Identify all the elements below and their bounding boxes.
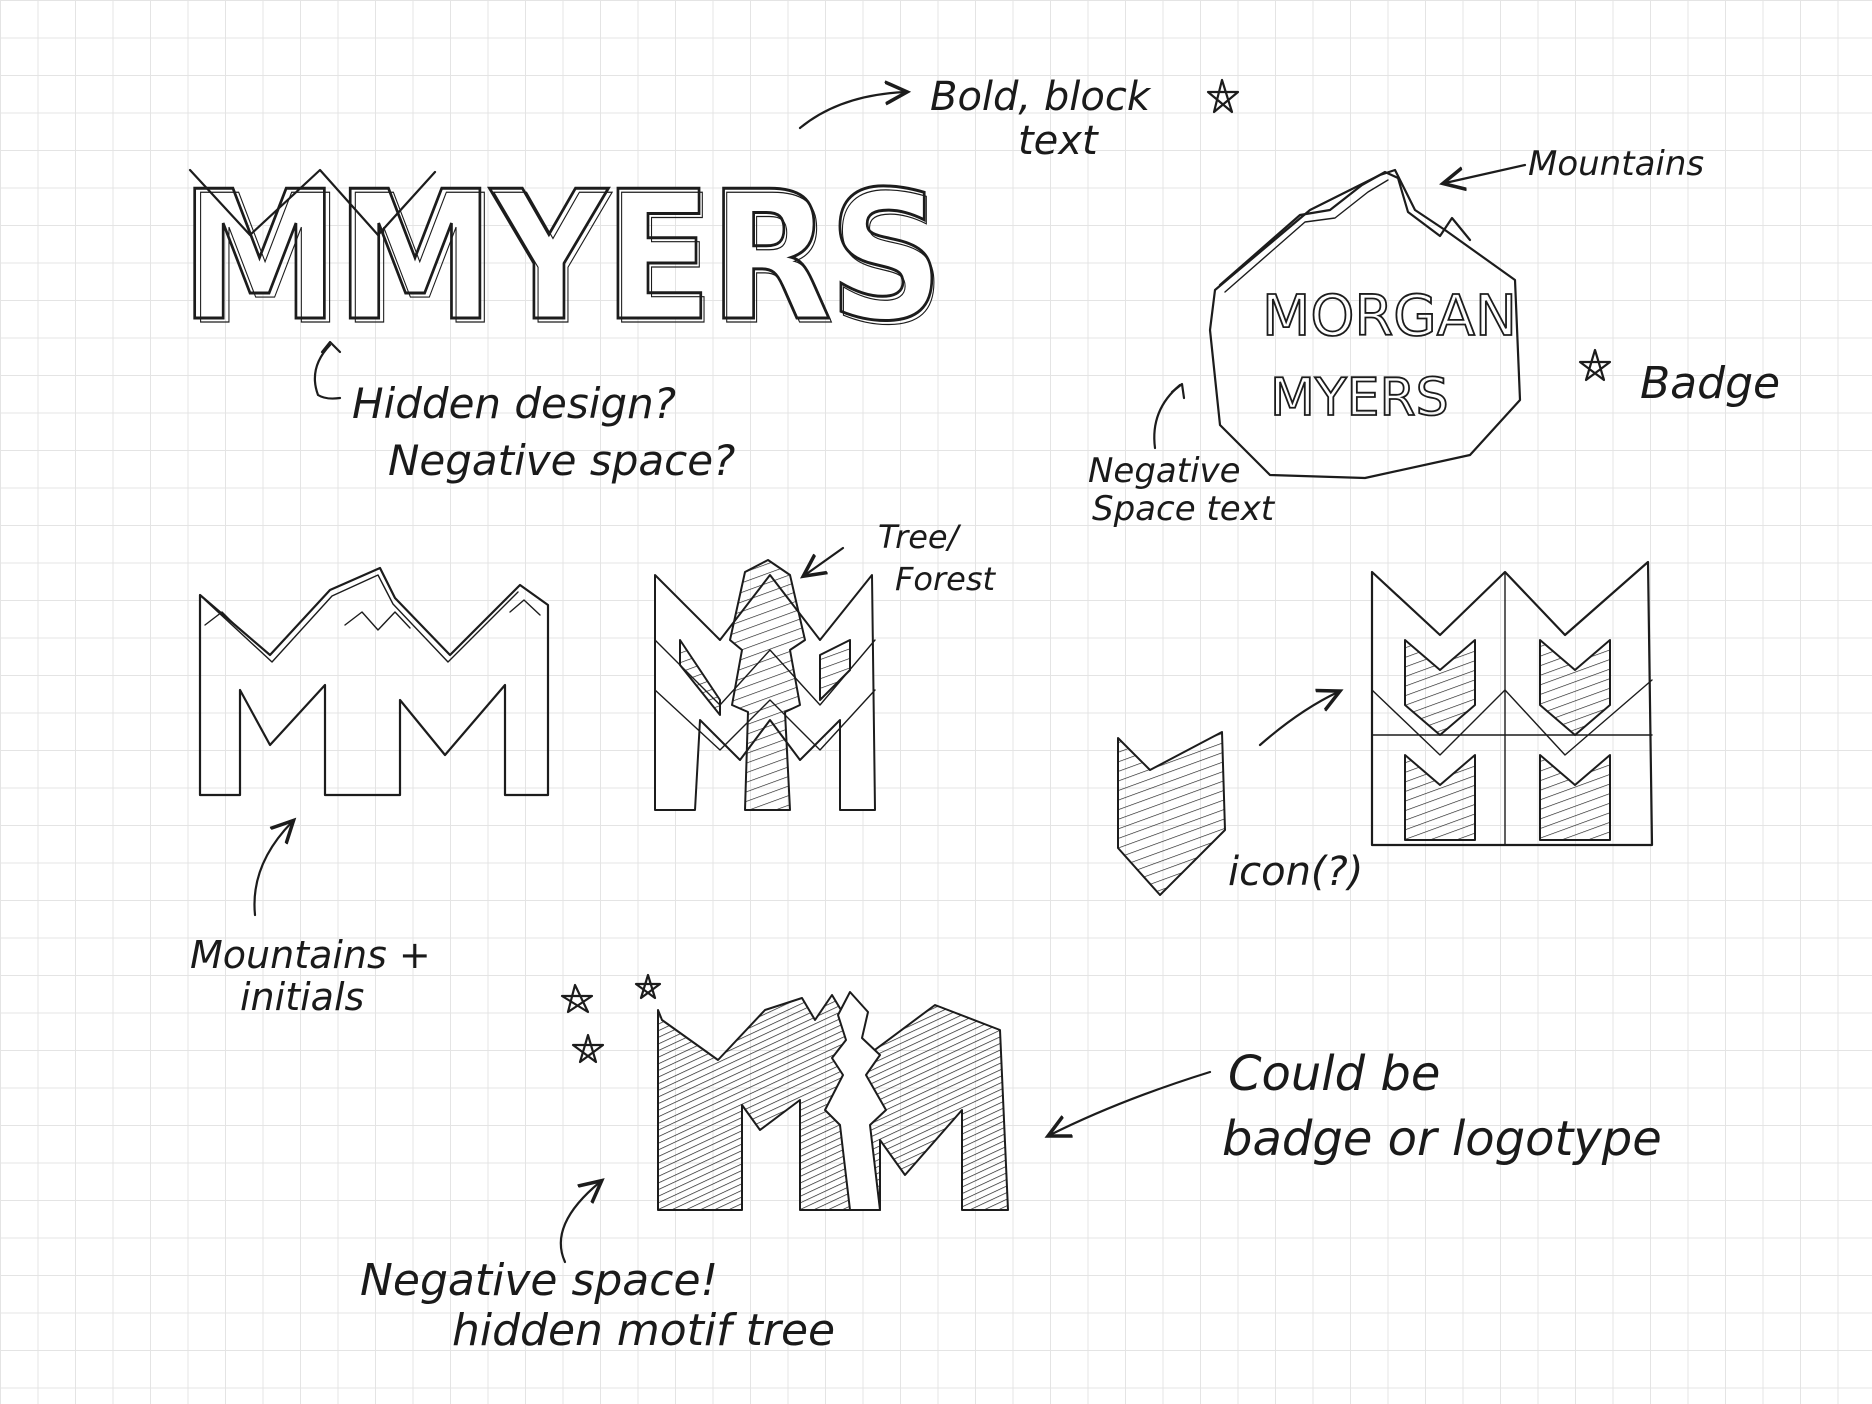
note-tree-line1: Tree/ [878,518,962,556]
badge-line1: MORGAN [1262,284,1517,349]
badge-mountain-peaks [1218,170,1472,287]
note-icon: icon(?) [1228,849,1363,895]
badge-sketch: MORGAN MYERS [1208,168,1522,480]
badge-line2: MYERS [1270,368,1449,428]
note-negative-text-line2: Space text [1092,489,1276,529]
tree-chevron-hatched [679,639,721,716]
arrow-bold-note [798,92,905,130]
arrow-mountains-initials [253,822,292,917]
pattern-cell-hatched [1539,639,1611,736]
wordmark-sketch: MMYERS MMYERS [179,152,947,365]
tree-chevron-line [654,689,876,751]
icon-sketch [1117,731,1226,896]
arrow-icon-pattern [1258,692,1338,747]
pattern-cell-hatched [1404,754,1476,841]
pattern-cell-hatched [1539,754,1611,841]
tree-chevron-line [654,639,876,706]
note-bold-line2: text [1018,118,1099,164]
final-mark-sketch [657,991,1009,1211]
note-hidden-line2: Negative space? [388,436,735,485]
note-negative-text-line1: Negative [1088,451,1241,491]
arrow-tree-note [805,546,845,575]
icon-chevron-hatched [1117,731,1226,896]
star-icon [1206,78,1240,114]
arrow-could-be-note [1050,1070,1212,1135]
icon-pattern-sketch [1370,560,1654,847]
wordmark-mountain-notch [188,168,437,237]
note-negative-motif-line1: Negative space! [360,1255,718,1306]
arrow-hidden-note [313,343,342,400]
note-mountains-initials-line2: initials [240,975,364,1019]
arrow-negative-text-head [1170,382,1186,400]
pattern-outline [1370,560,1654,847]
note-could-line2: badge or logotype [1222,1111,1662,1167]
wordmark-text: MMYERS [180,153,940,360]
arrow-negative-text [1153,383,1182,450]
mountains-mm-echo [204,574,519,663]
note-negative-motif-line2: hidden motif tree [452,1305,835,1356]
note-tree-line2: Forest [895,560,997,598]
star-icon [560,983,594,1014]
wordmark-text-sketch-outline: MMYERS [186,157,942,364]
mountains-initials-sketch [198,566,550,797]
mountains-snowcap [204,611,239,629]
star-icon [571,1033,605,1064]
mountains-snowcap [509,599,541,616]
arrow-mountains-note [1445,163,1527,183]
tree-forest-sketch [654,559,876,811]
pattern-cell-hatched [1404,639,1476,736]
mountains-snowcap [344,611,411,631]
note-hidden-line1: Hidden design? [352,379,676,428]
note-could-line1: Could be [1228,1046,1440,1102]
note-mountains: Mountains [1528,144,1704,184]
note-bold-line1: Bold, block [930,74,1152,120]
note-badge: Badge [1640,358,1780,409]
star-icon [1578,348,1612,382]
badge-mountain-echo [1224,179,1389,293]
mountains-mm-outline [198,566,550,797]
star-icon [634,973,662,1000]
note-mountains-initials-line1: Mountains + [190,933,431,977]
tree-trunk-hatched [729,559,806,811]
arrow-negative-motif [559,1182,600,1264]
final-mark-negative-tree [824,991,887,1211]
arrow-hidden-head [320,340,342,354]
